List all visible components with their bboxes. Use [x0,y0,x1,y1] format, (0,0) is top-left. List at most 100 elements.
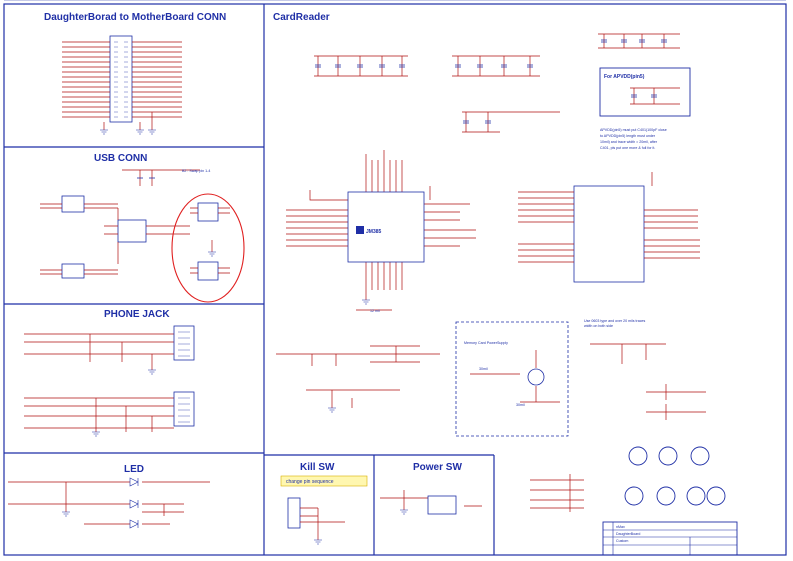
power-resistors [530,474,584,512]
apvdd-title: For APVDD(pin5) [604,74,645,80]
middle-misc-circuits [276,345,440,413]
memory-power-section: Memory Card PowerSupply 30mil 30mil [455,321,569,437]
usb-filter-upper-wires [40,203,118,209]
daughter-connector [62,35,182,135]
apvdd-circuit [630,87,680,105]
title-block-line-1: nMax [616,525,625,529]
title-block-line-2: DaughterBoard [616,532,640,536]
led-section [8,477,210,529]
usb-filter-lower-wires [40,269,118,275]
mounting-hole [690,446,710,466]
jm385-left-nets [286,190,348,247]
kill-switch-wires [300,507,345,540]
title-phone-jack: PHONE JACK [104,309,170,320]
connector-body [109,35,133,123]
jm385-controller: JM385 12 mil [286,150,476,313]
apvdd-note-line-4: C401, pls put one more & full for it. [600,146,655,150]
sheet-frame [3,3,787,556]
connector-left-nets [62,41,110,118]
usb-section: B2 : Swap pin 1-4 [40,169,245,303]
phone-jack-upper-pins [178,331,190,357]
usb-hub-wires [104,208,190,264]
title-daughter-conn: DaughterBorad to MotherBoard CONN [44,12,226,23]
power-switch-body [427,495,457,515]
title-block-frame [602,521,738,556]
use0603-note-2: width on both side [584,324,613,328]
ground-symbol [400,509,408,515]
right-misc: Use 0603 type and over 20 mils traces wi… [530,319,726,512]
apvdd-box [599,67,691,117]
apvdd-caps [631,94,657,98]
phone-lower-wires [24,397,174,432]
test-point-row-2 [646,404,706,420]
ground-symbol [328,407,336,413]
cap-row-2-caps [455,64,533,68]
title-kill-sw: Kill SW [300,462,335,473]
led-diode-symbols [129,477,139,529]
kill-note: change pin sequence [286,479,334,485]
fuse-circuit [590,343,666,364]
card-socket [518,172,700,283]
apvdd-note-line-3: 10mil) and trace width = 20mil, after [600,140,658,144]
jm385-bottom-pins [356,262,403,311]
usb-filter-lower [61,263,85,279]
phone-jack-upper [173,325,195,361]
mosfet-symbol [527,368,545,386]
memory-power-wires [470,350,560,403]
phone-upper-wires [24,333,174,370]
apvdd-section: For APVDD(pin5) APVDD(pin5) must put C40… [599,67,691,150]
ground-symbol [62,511,70,517]
trace-width-30mil-left: 30mil [479,367,488,371]
led-row-1 [8,481,210,512]
trace-width-12mil: 12 mil [370,309,380,313]
mounting-hole [624,486,644,506]
title-led: LED [124,464,144,475]
kill-switch-body [287,497,301,529]
swap-note: B2 : Swap pin 1-4 [182,169,210,173]
usb-hub-chip [117,219,147,243]
ground-symbol [208,251,216,257]
card-socket-body [573,185,645,283]
cap-row-1-caps [315,64,405,68]
power-switch-section [380,490,482,515]
card-socket-right-nets [644,172,700,259]
swap-highlight [171,193,245,303]
power-sw-wires [380,490,482,510]
phone-jack-lower [173,391,195,427]
title-power-sw: Power SW [413,462,462,473]
mounting-hole [628,446,648,466]
cap-row-3-caps [601,39,667,43]
title-cardreader: CardReader [273,12,330,23]
phone-jack-lower-pins [178,397,190,423]
usb-connector-upper [197,202,219,222]
usb-connector-lower-wires [190,267,230,274]
mounting-hole [706,486,726,506]
test-point-row-1 [646,384,706,400]
mounting-hole [656,486,676,506]
cap-row-4-caps [463,120,491,124]
memory-power-title: Memory Card PowerSupply [464,341,508,345]
connector-pin-marks [114,41,128,118]
mounting-hole [686,486,706,506]
memory-power-box [455,321,569,437]
ground-symbol [92,369,156,437]
cap-row-2-rail [452,55,540,77]
title-block: nMax DaughterBoard Custom [602,521,738,556]
title-block-grid [603,522,737,555]
apvdd-note-line-1: APVDD(pin5) must put C401(100pF close [600,128,667,132]
phone-jack-section [24,325,195,437]
usb-filter-upper [61,195,85,213]
apvdd-note-line-2: to APVDD(pin5) length must under [600,134,656,138]
connector-ground-wires [103,112,153,130]
jm385-logo-mark [356,226,364,234]
connector-right-nets [132,41,182,118]
ground-symbol [314,539,322,545]
jm385-right-nets [424,186,476,247]
diode-network [276,345,440,366]
usb-connector-upper-wires [190,207,230,214]
cap-row-1-rail [314,55,408,77]
trace-width-30mil-bottom: 30mil [516,403,525,407]
card-socket-left-nets [518,191,574,263]
resistor-network [306,389,400,408]
